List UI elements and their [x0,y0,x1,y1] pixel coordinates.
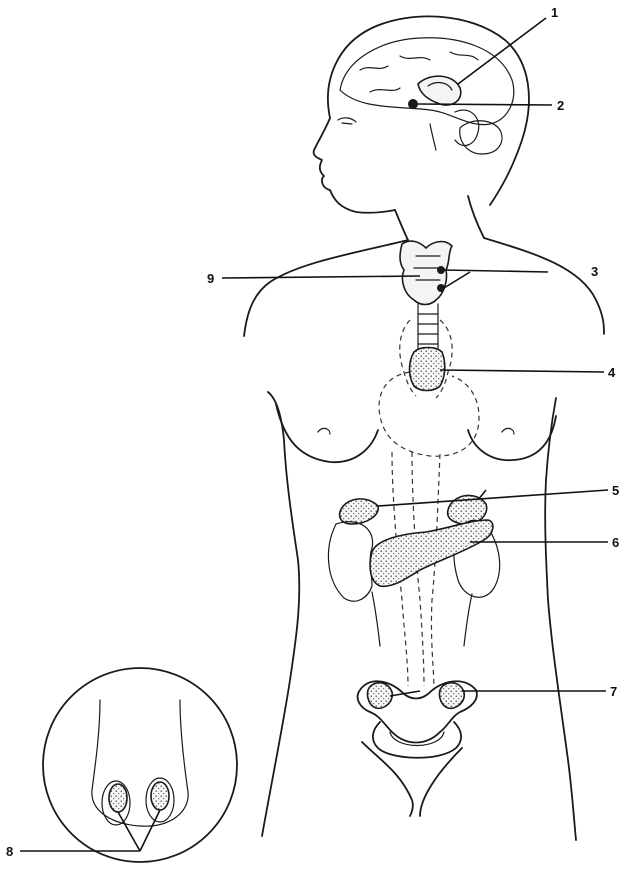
head-outline [314,16,529,240]
pituitary-gland [408,99,418,109]
label-5: 5 [612,483,619,498]
thyroid-gland [400,241,452,304]
thymus-gland [410,348,445,391]
label-1: 1 [551,5,558,20]
adrenal-gland-left [340,499,379,524]
ovary-left [367,683,392,709]
label-9: 9 [207,271,214,286]
ureters [372,592,472,646]
label-8: 8 [6,844,13,859]
label-4: 4 [608,365,616,380]
label-2: 2 [557,98,564,113]
ovary-right [439,683,464,709]
testis-left [102,781,130,825]
pineal-gland [418,76,461,105]
pancreas [370,520,493,586]
label-3: 3 [591,264,598,279]
inset-circle [43,668,237,862]
label-6: 6 [612,535,619,550]
leader-lines [20,18,608,851]
label-7: 7 [610,684,617,699]
testis-right [146,778,174,822]
kidney-left [328,522,372,602]
